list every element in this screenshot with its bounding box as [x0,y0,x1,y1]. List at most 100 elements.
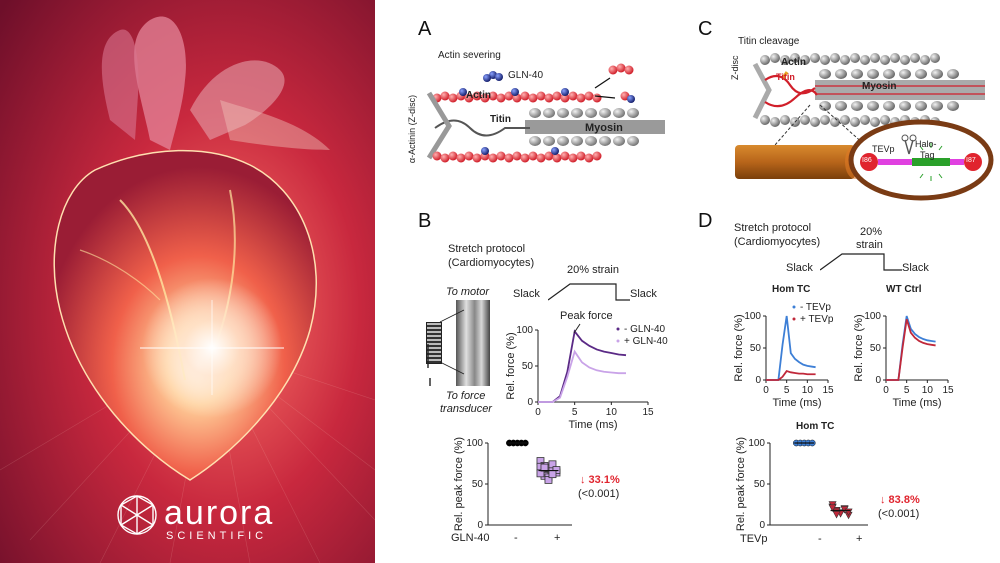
y-tick-label: 100 [864,311,881,322]
x-tick-label: 15 [822,385,834,396]
cardiomyocyte-micrograph [456,300,490,386]
panel-d-protocol-line2: (Cardiomyocytes) [734,236,821,248]
x-tick-label: 10 [606,407,618,418]
panel-d-group-pos: + [856,533,863,545]
panel-a-myosin-label: Myosin [585,122,623,134]
panel-d-pvalue: (<0.001) [878,508,920,520]
panel-b-group-pos: + [554,532,561,544]
y-tick-label: 50 [750,343,762,354]
legend-marker [616,339,620,343]
panel-b-peak-label: Peak force [560,310,613,322]
panel-b-group-neg: - [514,532,518,544]
x-axis-label: Time (ms) [568,419,617,431]
panel-b-pvalue: (<0.001) [578,488,620,500]
brand-name: aurora [164,494,275,532]
panel-b-protocol-waveform [548,283,630,301]
x-tick-label: 5 [904,385,910,396]
y-tick-label: 50 [472,479,484,490]
series-line [766,315,816,381]
panel-c-titin-label: Titin [776,72,795,82]
panel-d-reduction: ↓ 83.8% [880,494,920,506]
panel-a-letter: A [418,18,432,40]
aurora-logo-icon [117,495,157,535]
panel-d-xaxis-label: TEVp [740,533,768,545]
hero-image: aurora SCIENTIFIC [0,0,375,563]
panel-a-title: Actin severing [438,50,501,61]
y-tick-label: 0 [875,375,881,386]
panel-b-slack-right: Slack [630,288,657,300]
panel-c-tevp-label: TEVp [872,144,895,154]
panel-d-homtc-title: Hom TC [772,284,811,295]
panel-d-bottom-title: Hom TC [796,421,835,432]
x-tick-label: 15 [942,385,954,396]
x-tick-label: 5 [784,385,790,396]
y-tick-label: 0 [477,520,483,531]
x-axis-label: Time (ms) [892,397,941,409]
legend-marker [616,327,620,331]
legend-entry: + GLN-40 [624,336,668,347]
y-tick-label: 100 [744,311,761,322]
y-tick-label: 50 [754,479,766,490]
series-line [538,349,626,403]
panel-c-halo-label-2: Tag [920,150,935,160]
panel-d-slack-right: Slack [902,262,929,274]
panel-c-i86-label: I86 [862,157,872,164]
panel-d-strain-line1: 20% [860,226,883,238]
data-point [832,511,841,519]
y-axis-label: Rel. force (%) [853,314,865,381]
panel-b-protocol-line2: (Cardiomyocytes) [448,257,535,269]
y-tick-label: 0 [755,375,761,386]
panel-c-title: Titin cleavage [738,36,800,47]
panel-d-protocol-waveform [820,253,902,271]
panel-a-gln-label: GLN-40 [508,70,544,81]
y-tick-label: 100 [466,438,483,449]
x-tick-label: 0 [883,385,889,396]
y-axis-label: Rel. force (%) [733,314,745,381]
y-tick-label: 100 [748,438,765,449]
series-line [538,329,627,403]
data-point [828,504,837,512]
panel-c-letter: C [698,18,713,40]
y-axis-label: Rel. peak force (%) [453,437,465,531]
data-point [536,469,545,478]
legend-entry: - TEVp [800,302,831,313]
to-motor-label: To motor [446,286,490,298]
x-axis-label: Time (ms) [772,397,821,409]
y-tick-label: 50 [522,361,534,372]
series-line [766,369,816,381]
panel-a-sarcomere-diagram [426,63,665,163]
y-tick-label: 100 [516,325,533,336]
x-tick-label: 15 [642,407,654,418]
panel-d-group-neg: - [818,533,822,545]
y-tick-label: 50 [870,343,882,354]
panel-a-actin-label: Actin [466,90,491,101]
data-point [548,470,557,479]
data-point [548,460,557,469]
micrograph-zoom-box [426,322,442,364]
panel-c-halo-label-1: Halo- [915,139,937,149]
panel-b-letter: B [418,210,432,232]
panel-d-slack-left: Slack [786,262,813,274]
panel-b-protocol-line1: Stretch protocol [448,243,526,255]
y-tick-label: 0 [527,397,533,408]
x-tick-label: 0 [763,385,769,396]
peak-arrow [573,323,581,334]
panel-b-slack-left: Slack [513,288,540,300]
y-axis-label: Rel. force (%) [505,332,517,399]
panel-d-strain-line2: strain [856,239,883,251]
series-line [886,318,936,381]
panel-a-zdisc-label: α-Actinin (Z-disc) [407,94,417,164]
legend-entry: + TEVp [800,314,834,325]
panel-b-strain-label: 20% strain [567,264,619,276]
brand-subtitle: SCIENTIFIC [166,530,268,542]
legend-marker [792,305,796,309]
x-tick-label: 0 [535,407,541,418]
panel-b-reduction: ↓ 33.1% [580,474,620,486]
heart-illustration [0,0,375,563]
y-tick-label: 0 [759,520,765,531]
panel-a-titin-label: Titin [490,114,511,125]
series-line [886,315,936,381]
